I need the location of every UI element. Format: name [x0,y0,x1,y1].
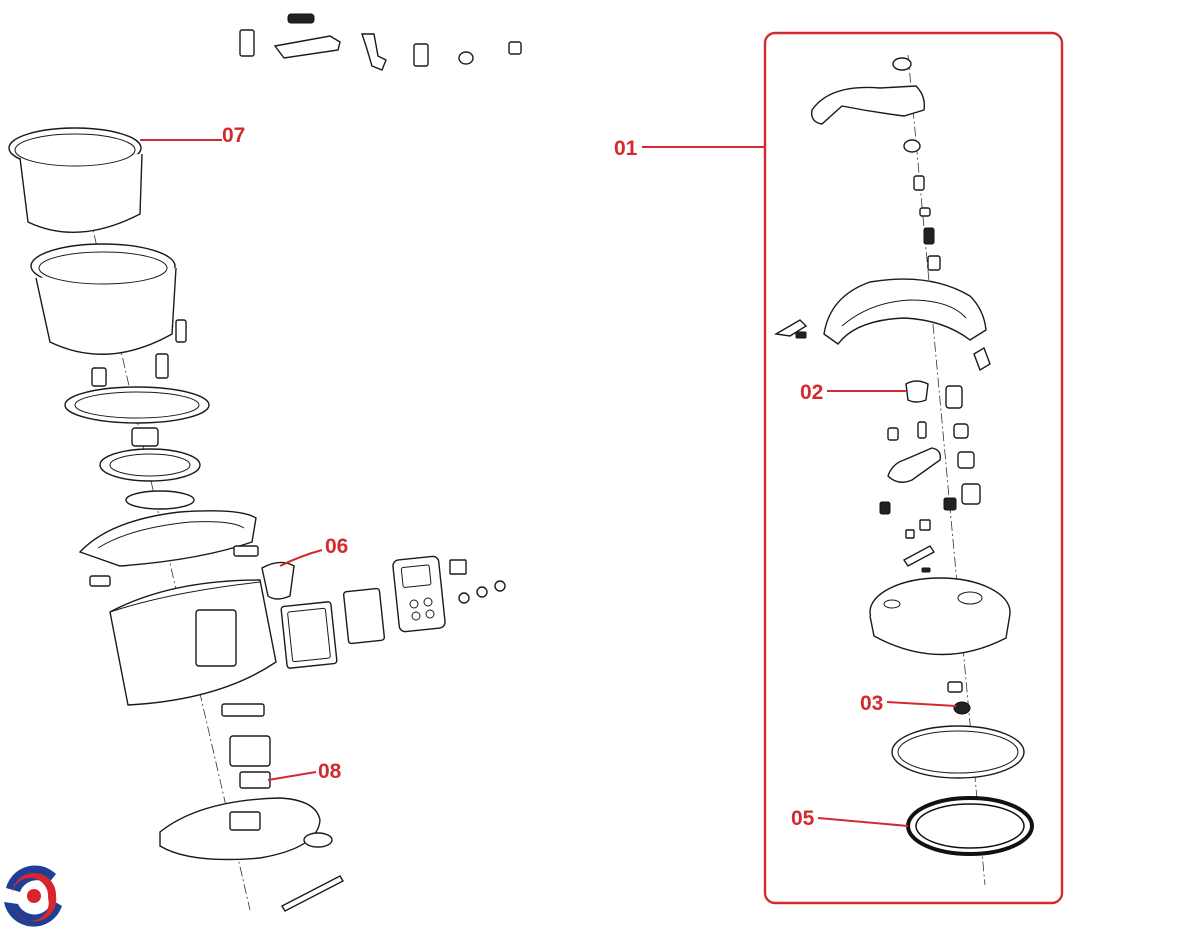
sealing-ring [906,796,1034,856]
bottom-base [159,797,333,861]
callout-06: 06 [325,535,348,558]
float-valve [905,380,929,403]
heating-ring [64,386,210,424]
lid-top-cover [823,278,987,345]
callout-leaders [140,139,957,827]
callout-08: 08 [318,760,342,783]
callout-07: 07 [222,124,245,147]
lid-ring [891,725,1025,779]
outer-housing [109,579,277,706]
callout-05: 05 [791,807,815,830]
lid-assembly [763,31,1064,905]
callout-labels: 07 01 02 03 05 06 08 [222,124,883,830]
inner-pot [8,127,143,233]
handle-cover [261,561,295,600]
callout-01: 01 [614,137,638,160]
lid-inner-plate [869,577,1011,656]
fuse-part [239,771,271,789]
small-parts-row [239,13,522,71]
heating-pot [30,243,187,355]
power-cord [281,875,344,912]
heating-disc [99,448,201,482]
lid-group-frame [763,31,1064,905]
lid-handle [811,85,926,125]
body-assembly [8,13,522,912]
control-panels [280,555,506,669]
base-frame [78,510,259,587]
callout-03: 03 [860,692,883,715]
valve-nut [953,701,971,715]
callout-02: 02 [800,381,823,404]
brand-swirl-icon [2,864,66,928]
